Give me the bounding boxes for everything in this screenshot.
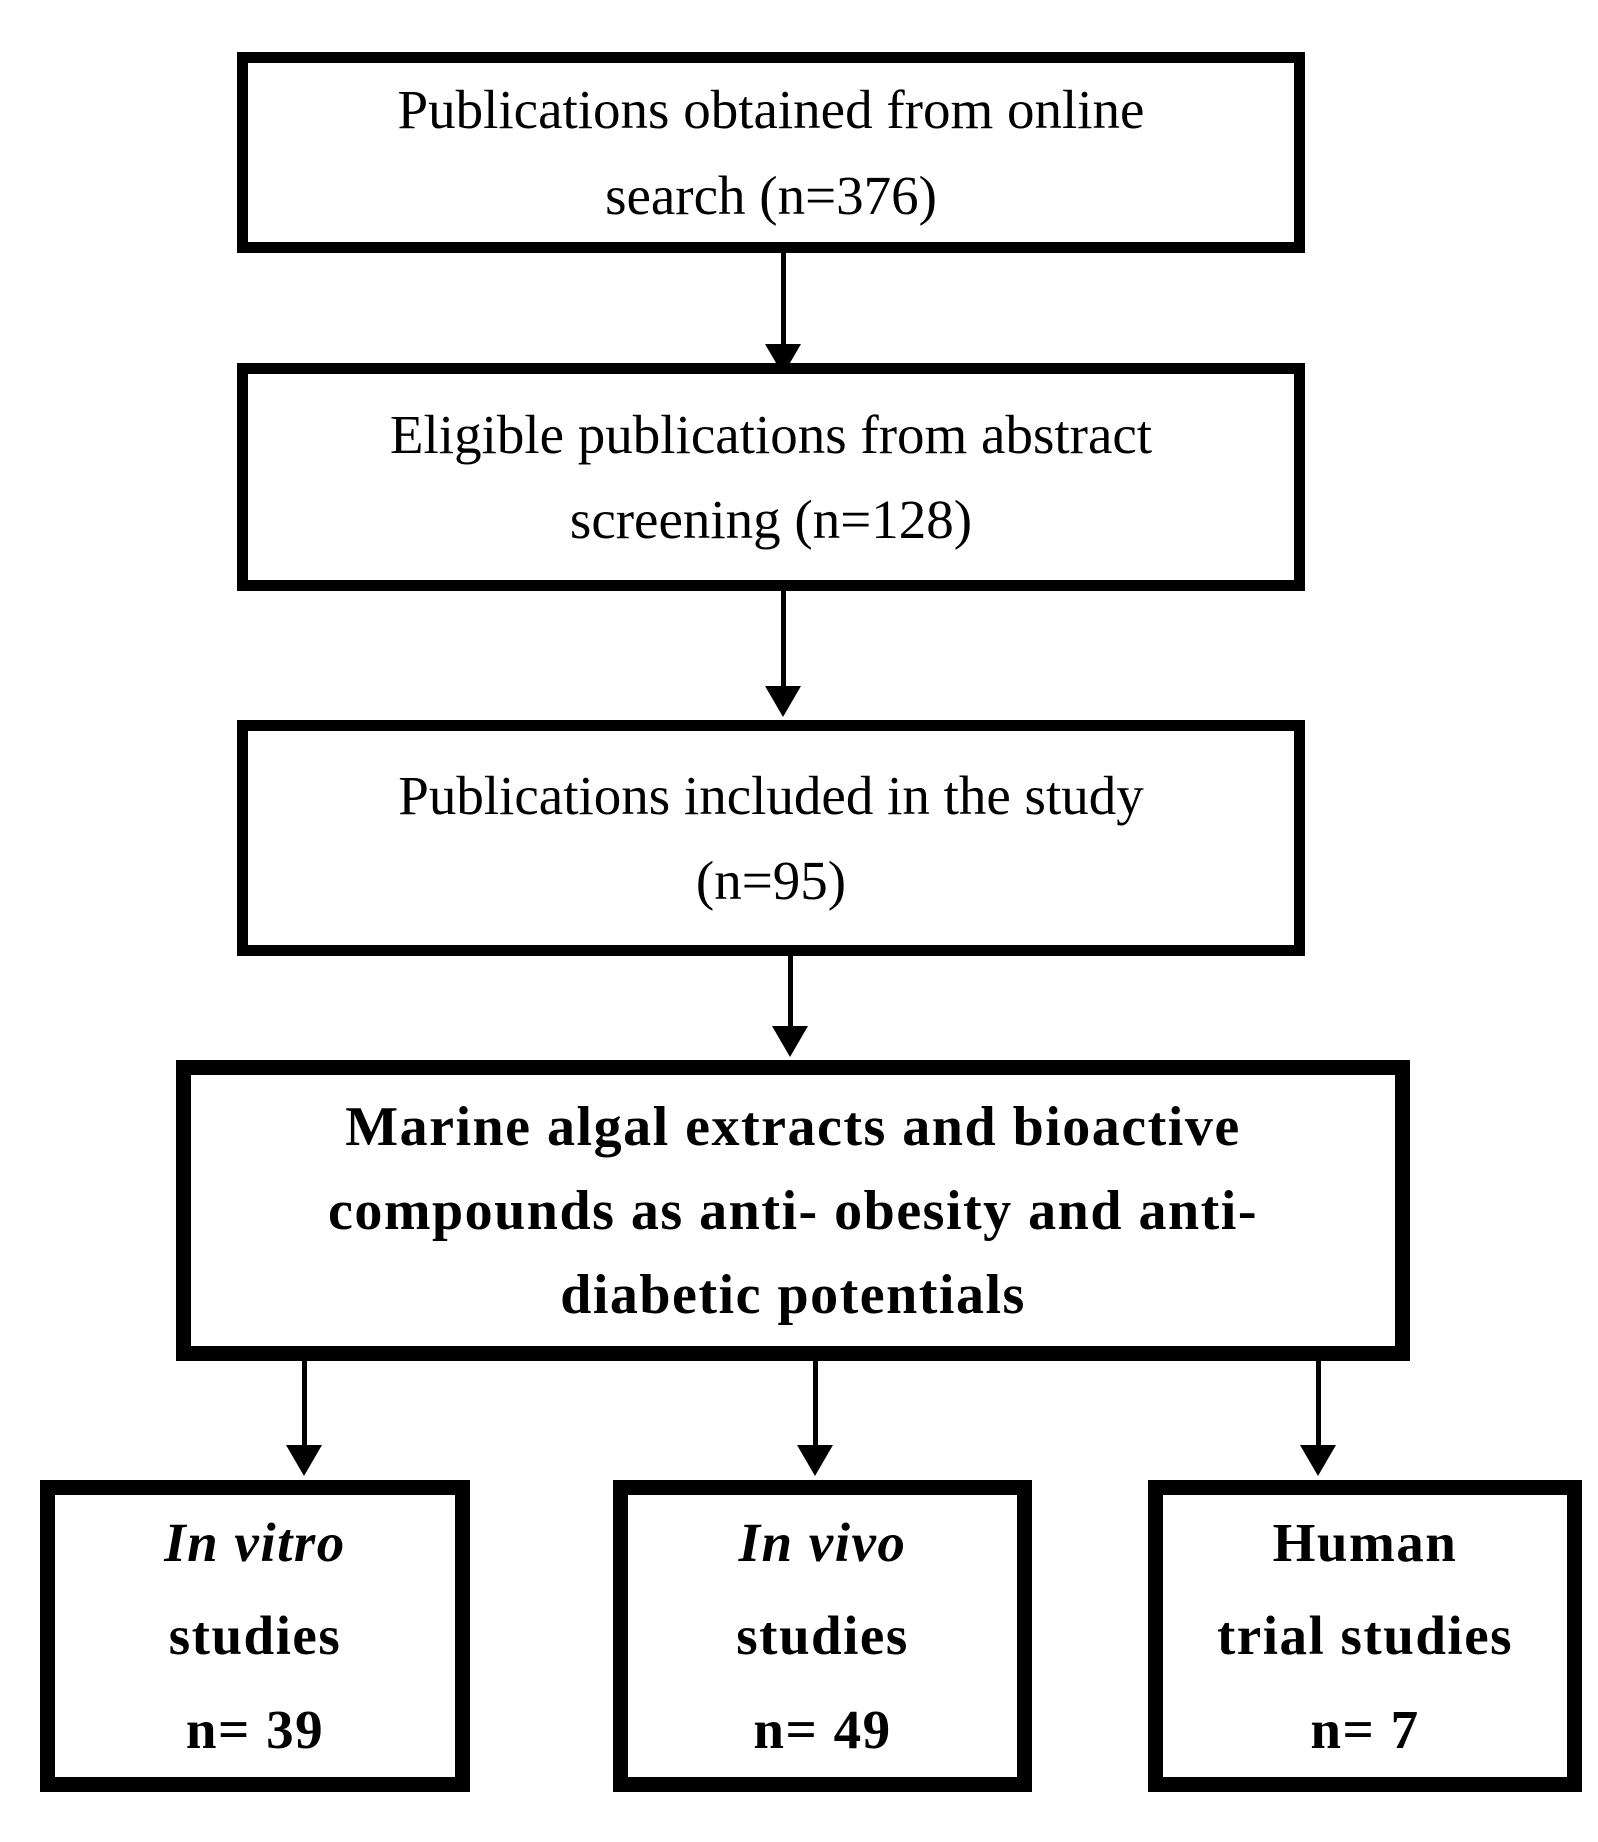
- down-arrow-connector-2: [763, 590, 803, 717]
- marine-algal-extracts-label: Marine algal extracts and bioactive comp…: [328, 1095, 1258, 1326]
- flow-box-marine-algal-extracts: Marine algal extracts and bioactive comp…: [176, 1060, 1410, 1361]
- arrow-shaft: [787, 955, 793, 1026]
- down-arrow-connector-1: [763, 253, 803, 375]
- invitro-count-label: studies n= 39: [168, 1605, 342, 1760]
- abstract-screening-label: Eligible publications from abstract scre…: [389, 403, 1153, 550]
- down-arrow-connector-invivo: [795, 1361, 835, 1476]
- down-arrow-connector-invitro: [284, 1361, 324, 1476]
- flow-box-abstract-screening: Eligible publications from abstract scre…: [237, 363, 1305, 591]
- invitro-italic-label: In vitro: [164, 1511, 346, 1573]
- flow-box-online-search: Publications obtained from online search…: [237, 52, 1305, 253]
- flow-box-invivo-studies: In vivo studies n= 49: [613, 1480, 1032, 1792]
- arrowhead-down-icon: [797, 1445, 833, 1476]
- invitro-studies-label: In vitro studies n= 39: [164, 1496, 346, 1777]
- arrow-shaft: [812, 1361, 818, 1445]
- arrow-shaft: [780, 253, 786, 344]
- arrowhead-down-icon: [772, 1026, 808, 1057]
- arrowhead-down-icon: [1300, 1445, 1336, 1476]
- flow-box-invitro-studies: In vitro studies n= 39: [40, 1480, 470, 1792]
- invivo-italic-label: In vivo: [738, 1511, 907, 1573]
- human-trial-studies-label: Human trial studies n= 7: [1216, 1511, 1514, 1760]
- down-arrow-connector-3: [770, 955, 810, 1057]
- arrow-shaft: [780, 590, 786, 686]
- arrow-shaft: [301, 1361, 307, 1445]
- down-arrow-connector-human: [1298, 1361, 1338, 1476]
- online-search-label: Publications obtained from online search…: [397, 79, 1145, 226]
- arrow-shaft: [1315, 1361, 1321, 1445]
- arrowhead-down-icon: [765, 686, 801, 717]
- invivo-count-label: studies n= 49: [736, 1605, 909, 1760]
- flow-box-publications-included: Publications included in the study (n=95…: [237, 720, 1305, 956]
- flow-box-human-trial-studies: Human trial studies n= 7: [1148, 1480, 1582, 1792]
- publications-included-label: Publications included in the study (n=95…: [398, 764, 1144, 911]
- arrowhead-down-icon: [286, 1445, 322, 1476]
- invivo-studies-label: In vivo studies n= 49: [736, 1496, 909, 1777]
